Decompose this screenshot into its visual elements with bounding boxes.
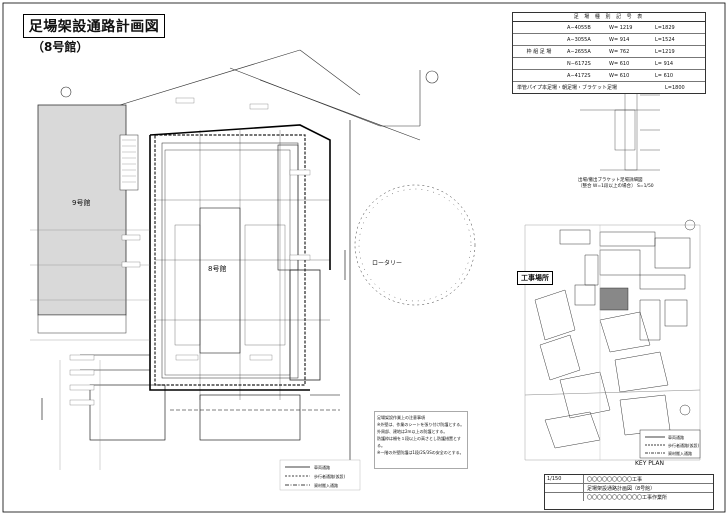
page-title: 足場架設通路計画図: [23, 14, 165, 38]
key-plan-caption: KEY PLAN: [635, 460, 664, 467]
notes-title: 足場架設作業上の注意事項: [377, 415, 425, 420]
legend-note-row: 単管パイプ本足場・朝足場・ブラケット足場 L=1800: [517, 84, 685, 91]
rotary: [354, 184, 476, 306]
notes-line: 防護枠は柵を１段以上の高さとし防護措置とする。: [377, 436, 461, 448]
plan-legend-item: 資材搬入通路: [314, 483, 338, 488]
map-legend-item: 車両通路: [668, 435, 684, 440]
building-9-label: 9号館: [72, 199, 91, 207]
legend-header: 足 場 種 別 記 号 表: [513, 13, 705, 22]
building-9: [37, 104, 139, 334]
notes-line: 外周部、建地は2m以上の防護とする。: [377, 429, 448, 434]
plan-legend-item: 歩行者通路(仮設): [314, 474, 346, 479]
notes-box: 足場架設作業上の注意事項 ※外壁は、作業のシートを張り付け防護とする。 外周部、…: [374, 411, 468, 469]
site-location-label: 工事場所: [517, 271, 553, 285]
building-8-label: 8号館: [208, 265, 227, 273]
notes-line: ※一階の外壁防護は1段/2S/3Sの安全のとする。: [377, 450, 464, 455]
plan-legend-item: 車両通路: [314, 465, 330, 470]
detail-caption: 出場/撤出ブラケット足場詳細図 〔整合 W=1段以上の場合〕 S=1/50: [578, 178, 654, 189]
map-legend-item: 歩行者通路(仮設): [668, 443, 700, 448]
scaffold-detail: [580, 84, 660, 171]
notes-line: ※外壁は、作業のシートを張り付け防護とする。: [377, 422, 465, 427]
title-block-row: 〇〇〇〇〇〇〇〇〇〇〇工事作業所: [545, 493, 713, 501]
key-plan-map: [524, 224, 701, 461]
legend-category: 枠 組 足 場: [526, 48, 552, 55]
title-block-row: 足場架設通路計画図（8号館）: [545, 484, 713, 493]
rotary-label: ロータリー: [372, 260, 403, 267]
map-legend-item: 資材搬入通路: [668, 451, 692, 456]
page-subtitle: （8号館）: [32, 40, 89, 54]
